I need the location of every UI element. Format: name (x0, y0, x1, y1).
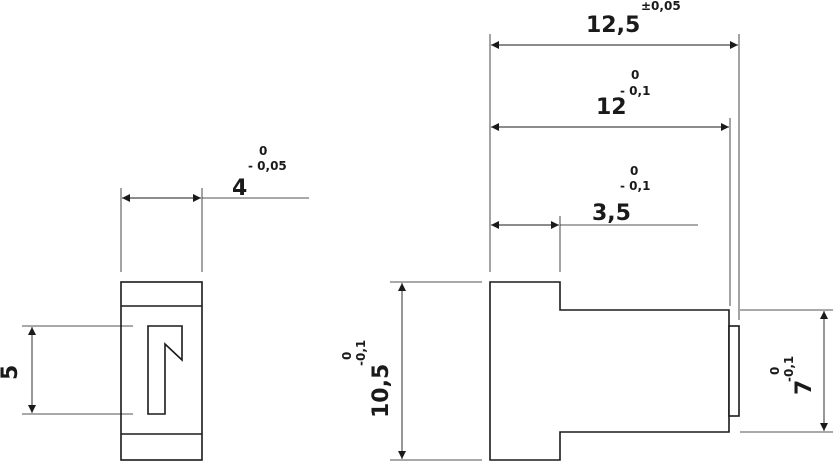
end-view (120, 281, 203, 461)
embossed-number-one (147, 325, 183, 415)
head-height-value: 10,5 (369, 364, 394, 418)
body-length-value: 12 (596, 95, 627, 120)
body-height-tol-upper: 0 (768, 367, 782, 375)
width-tol-lower: - 0,05 (248, 159, 287, 173)
step-length-tol-upper: 0 (630, 164, 638, 178)
head-height-tol-lower: -0,1 (354, 340, 368, 366)
contact-tab (728, 325, 740, 417)
total-length-dimension: 12,5 ±0,05 (489, 0, 740, 320)
height-value: 5 (0, 365, 23, 380)
head-height-tol-upper: 0 (340, 352, 354, 360)
height-dimension: 5 (0, 325, 133, 415)
body-height-dimension: 7 0 -0,1 (740, 309, 833, 433)
step-length-value: 3,5 (592, 201, 631, 226)
body-length-dimension: 12 0 - 0,1 (491, 68, 731, 306)
width-tol-upper: 0 (259, 144, 267, 158)
total-length-tol: ±0,05 (641, 0, 681, 13)
head-height-dimension: 10,5 0 -0,1 (340, 281, 482, 461)
body-height-tol-lower: -0,1 (782, 356, 796, 382)
body-length-tol-lower: - 0,1 (620, 84, 650, 98)
step-length-dimension: 3,5 0 - 0,1 (491, 164, 698, 272)
step-length-tol-lower: - 0,1 (620, 179, 650, 193)
width-dimension: 4 0 - 0,05 (120, 144, 309, 272)
total-length-value: 12,5 (586, 13, 640, 38)
side-view-outline (489, 281, 730, 461)
width-value: 4 (232, 176, 247, 201)
body-length-tol-upper: 0 (631, 68, 639, 82)
side-view (489, 281, 740, 461)
body-height-value: 7 (792, 380, 817, 395)
